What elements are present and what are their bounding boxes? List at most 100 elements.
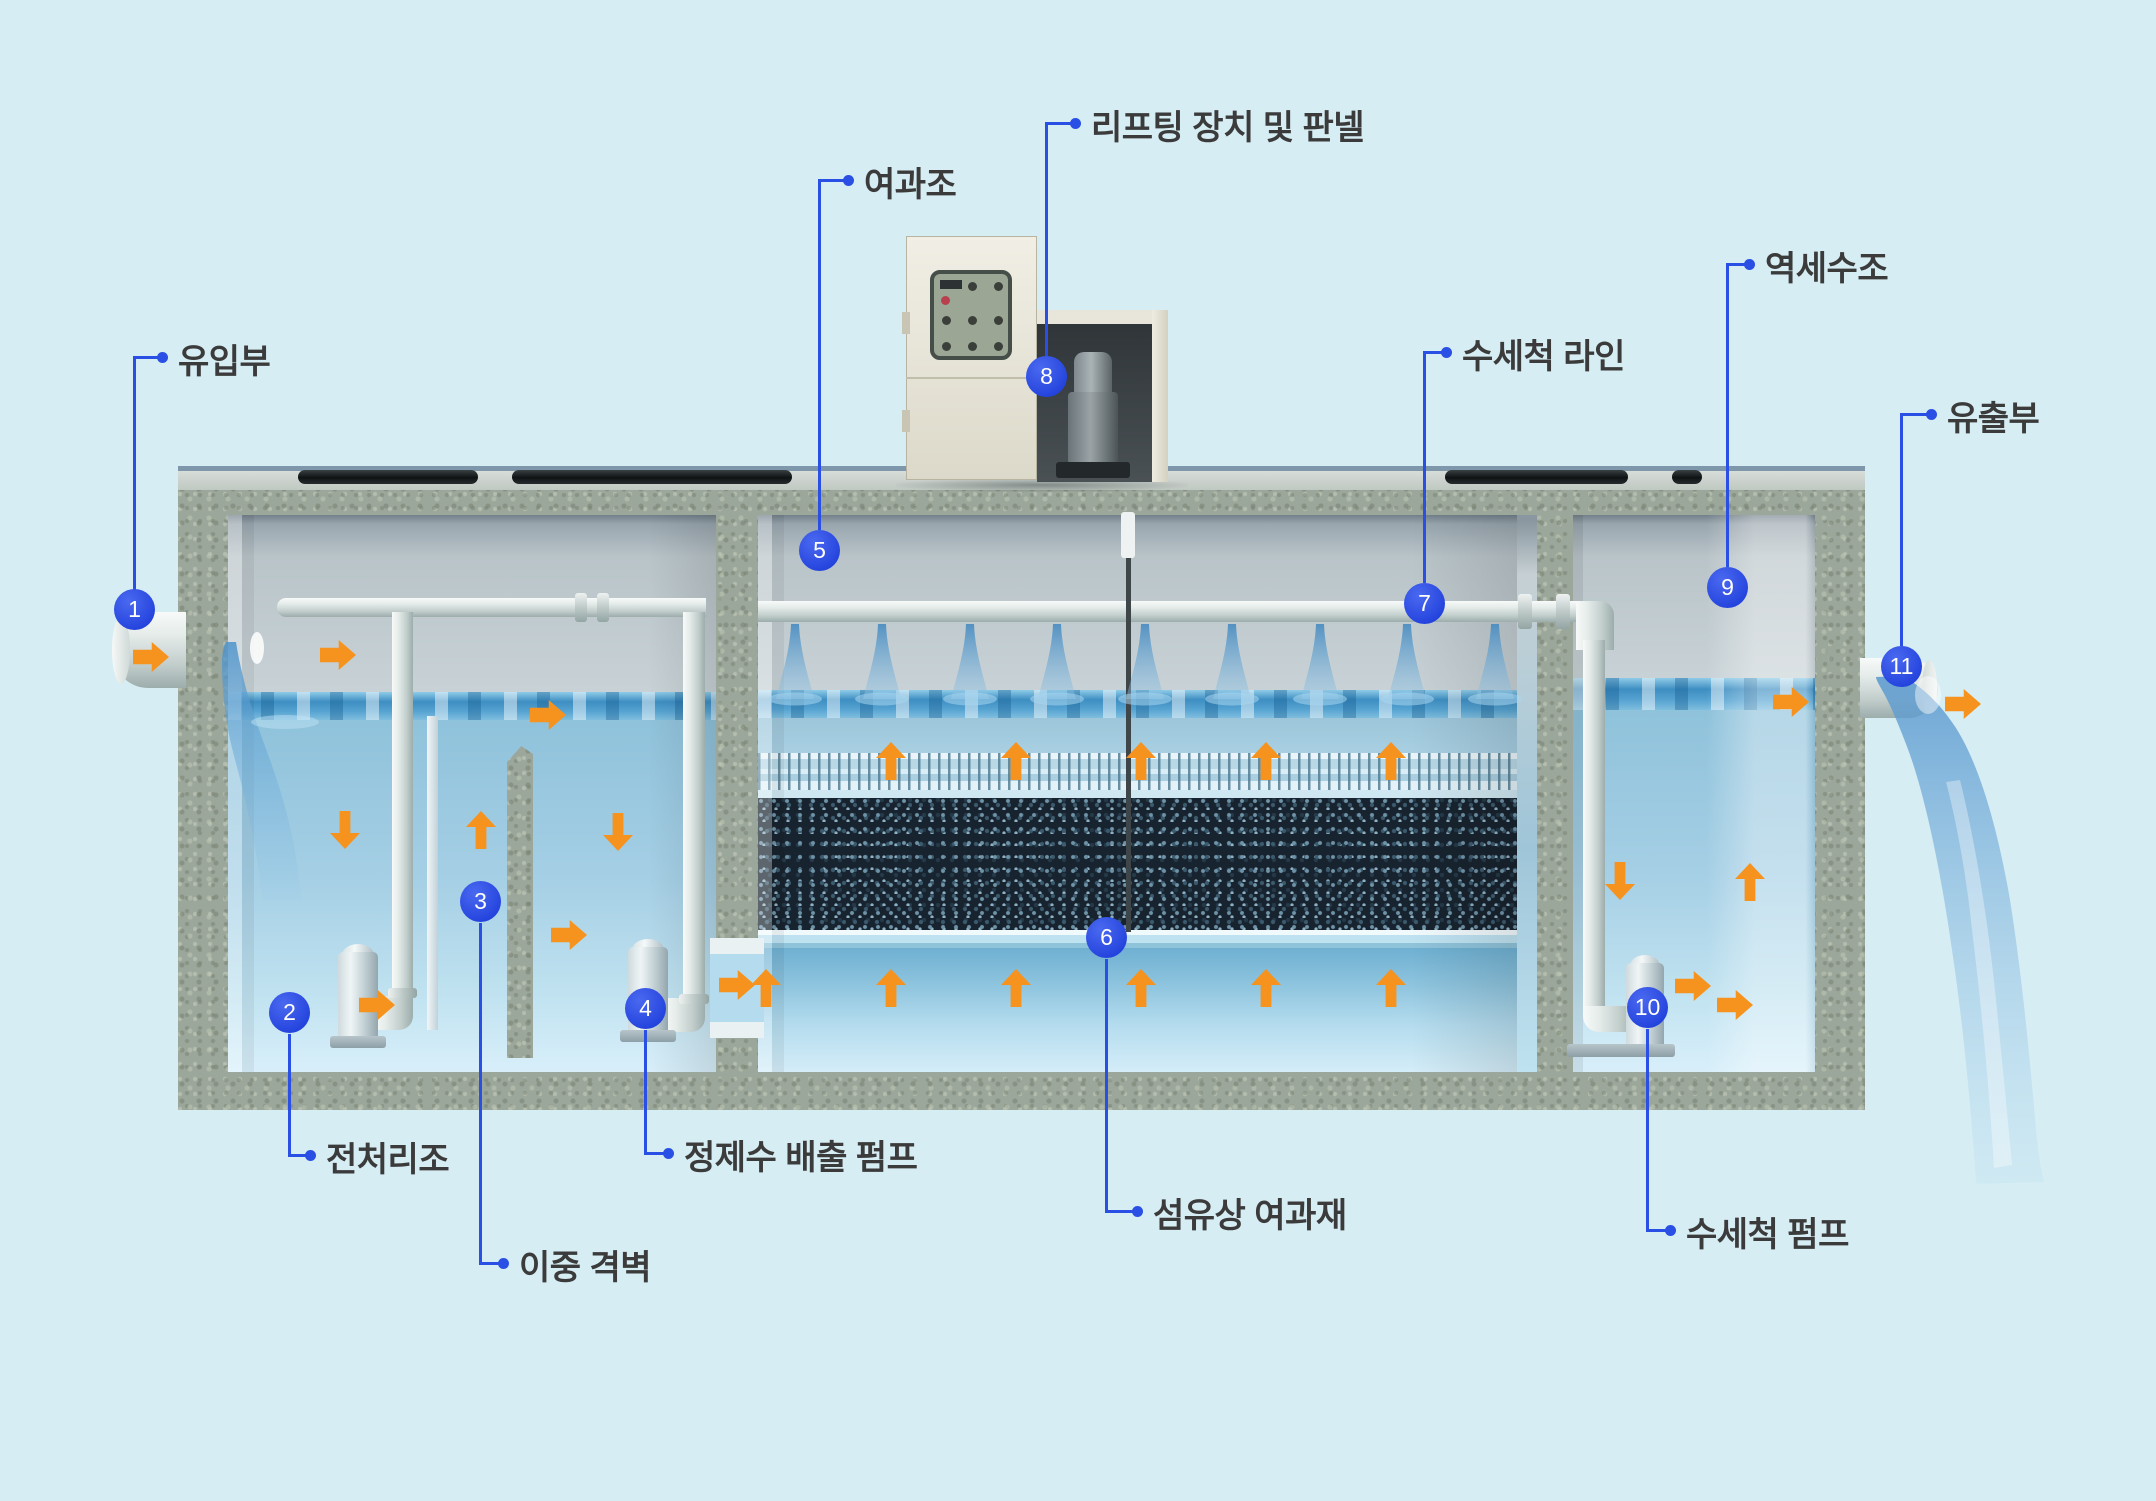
callout-line bbox=[1646, 1229, 1666, 1232]
callout-line bbox=[288, 1154, 308, 1157]
callout-line bbox=[133, 358, 136, 590]
manhole-cover bbox=[1672, 470, 1702, 484]
double-partition-wall bbox=[507, 746, 533, 1058]
panel-knob bbox=[942, 342, 951, 351]
callout-dot bbox=[1665, 1225, 1676, 1236]
callout-label-purified-water-discharge-pump: 정제수 배출 펌프 bbox=[684, 1138, 918, 1177]
lifting-device-body bbox=[1068, 392, 1118, 464]
panel-knob bbox=[994, 316, 1003, 325]
lifting-device-base bbox=[1056, 462, 1130, 478]
pipe-flange bbox=[388, 988, 417, 998]
chamber-back-wall bbox=[1573, 515, 1815, 678]
callout-line bbox=[1105, 959, 1108, 1213]
partition-wall-face bbox=[1517, 515, 1537, 1072]
cabinet-door-split bbox=[906, 377, 1037, 379]
callout-line bbox=[1423, 351, 1442, 354]
bottom-plenum bbox=[758, 948, 1517, 1072]
alcove-side-frame bbox=[1152, 310, 1168, 482]
manhole-cover bbox=[298, 470, 478, 484]
callout-line bbox=[479, 1262, 499, 1265]
callout-label-filtration-tank: 여과조 bbox=[864, 165, 957, 204]
callout-line bbox=[818, 179, 844, 182]
callout-dot bbox=[663, 1148, 674, 1159]
grate-underside bbox=[758, 790, 1517, 798]
callout-label-fibrous-filter-media: 섬유상 여과재 bbox=[1153, 1196, 1347, 1235]
callout-line bbox=[1045, 122, 1071, 125]
lifting-device-cap bbox=[1074, 352, 1112, 396]
callout-line bbox=[133, 356, 159, 359]
callout-label-backwash-line: 수세척 라인 bbox=[1462, 337, 1625, 376]
callout-line bbox=[288, 1034, 291, 1157]
callout-line bbox=[1726, 265, 1729, 567]
panel-knob bbox=[968, 316, 977, 325]
callout-line bbox=[644, 1030, 647, 1155]
inflow-pipe-cap bbox=[112, 616, 130, 684]
cabinet-handle bbox=[902, 410, 910, 432]
callout-label-pretreatment-tank: 전처리조 bbox=[326, 1140, 450, 1179]
manhole-cover bbox=[512, 470, 792, 484]
alcove-top-frame bbox=[1037, 310, 1168, 324]
callout-dot bbox=[1441, 347, 1452, 358]
callout-line bbox=[1726, 263, 1745, 266]
pump2-riser-pipe bbox=[392, 612, 413, 1000]
cabinet-handle bbox=[902, 312, 910, 334]
callout-label-double-partition: 이중 격벽 bbox=[519, 1248, 652, 1287]
callout-label-outflow: 유출부 bbox=[1947, 399, 2040, 438]
callout-marker-11: 11 bbox=[1881, 646, 1922, 687]
panel-knob bbox=[994, 342, 1003, 351]
callout-marker-7: 7 bbox=[1404, 583, 1445, 624]
callout-marker-6: 6 bbox=[1086, 917, 1127, 958]
manhole-cover bbox=[1445, 470, 1628, 484]
pipe-flange bbox=[1518, 594, 1532, 629]
callout-dot bbox=[1926, 409, 1937, 420]
panel-display bbox=[940, 280, 962, 289]
panel-knob bbox=[994, 282, 1003, 291]
lifting-rod bbox=[1126, 518, 1131, 932]
pipe-flange bbox=[597, 593, 609, 622]
callout-line bbox=[1900, 415, 1903, 646]
callout-line bbox=[1646, 1029, 1649, 1232]
callout-marker-1: 1 bbox=[114, 589, 155, 630]
callout-line bbox=[1105, 1210, 1133, 1213]
callout-marker-2: 2 bbox=[269, 992, 310, 1033]
callout-marker-8: 8 bbox=[1026, 356, 1067, 397]
callout-marker-9: 9 bbox=[1707, 567, 1748, 608]
callout-dot bbox=[1132, 1206, 1143, 1217]
pipe-flange bbox=[679, 994, 709, 1004]
lifting-rod-top bbox=[1121, 512, 1135, 558]
callout-label-backwash-pump: 수세척 펌프 bbox=[1686, 1215, 1849, 1254]
panel-knob bbox=[942, 316, 951, 325]
callout-dot bbox=[843, 175, 854, 186]
callout-marker-3: 3 bbox=[460, 881, 501, 922]
callout-dot bbox=[157, 352, 168, 363]
baffle-plate-thin bbox=[427, 716, 438, 1030]
callout-line bbox=[1900, 413, 1927, 416]
callout-dot bbox=[305, 1150, 316, 1161]
callout-line bbox=[644, 1152, 664, 1155]
callout-label-inflow: 유입부 bbox=[178, 342, 271, 381]
callout-dot bbox=[498, 1258, 509, 1269]
callout-marker-10: 10 bbox=[1627, 987, 1668, 1028]
pipe-flange bbox=[1556, 594, 1570, 629]
callout-marker-5: 5 bbox=[799, 530, 840, 571]
callout-label-backwash-water-tank: 역세수조 bbox=[1765, 249, 1889, 288]
pipe-flange bbox=[575, 593, 587, 622]
callout-line bbox=[479, 923, 482, 1265]
callout-dot bbox=[1744, 259, 1755, 270]
panel-indicator-red bbox=[941, 296, 950, 305]
callout-line bbox=[1423, 353, 1426, 583]
panel-knob bbox=[968, 282, 977, 291]
callout-line bbox=[818, 181, 821, 530]
callout-marker-4: 4 bbox=[625, 988, 666, 1029]
media-support-shelf bbox=[758, 930, 1517, 948]
panel-knob bbox=[968, 342, 977, 351]
pump-base bbox=[330, 1036, 386, 1048]
callout-line bbox=[1045, 124, 1048, 356]
backwash-line-pipe bbox=[758, 601, 1594, 622]
backwash-downpipe bbox=[1583, 640, 1605, 1014]
water-surface bbox=[228, 692, 716, 720]
callout-dot bbox=[1070, 118, 1081, 129]
callout-label-lifting-device-and-panel: 리프팅 장치 및 판넬 bbox=[1091, 108, 1365, 147]
